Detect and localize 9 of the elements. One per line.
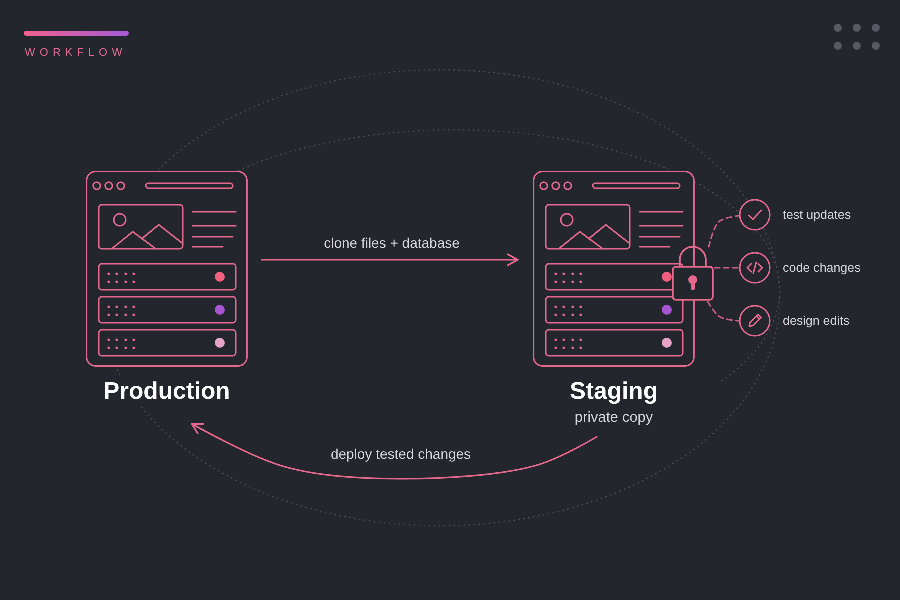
arrow xyxy=(191,423,598,480)
node-label: design edits xyxy=(783,313,850,330)
dashed-connector xyxy=(714,267,740,269)
node-label: test updates xyxy=(783,207,852,224)
dashed-connector xyxy=(708,215,740,248)
node-label: code changes xyxy=(783,260,861,277)
dashed-connector xyxy=(707,301,740,322)
section-label: WORKFLOW xyxy=(25,46,127,60)
arrow xyxy=(261,254,519,266)
